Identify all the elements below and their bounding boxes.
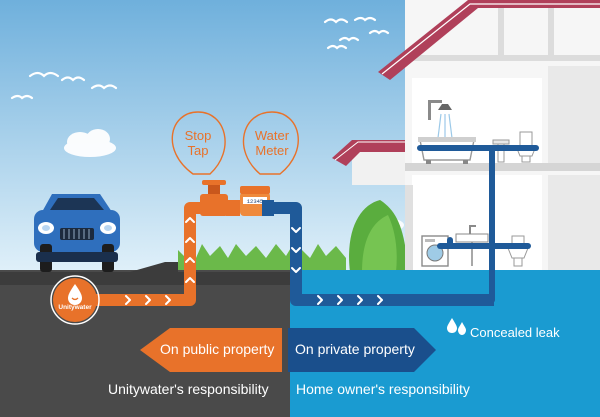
bird-icon — [10, 94, 34, 100]
grass — [178, 200, 408, 272]
private-plumbing — [417, 145, 539, 303]
stop-tap-label: Stop Tap — [184, 128, 212, 158]
brand-label: Unitywater — [58, 304, 92, 311]
water-meter-label: Water Meter — [254, 128, 290, 158]
bird-icon — [323, 18, 349, 24]
car-icon — [34, 194, 120, 272]
concealed-leak-label: Concealed leak — [470, 325, 560, 340]
private-property-label: On private property — [295, 341, 415, 357]
bird-icon — [326, 44, 348, 50]
bird-icon — [338, 36, 360, 42]
public-responsibility-label: Unitywater's responsibility — [108, 381, 269, 397]
meter-display: 12345 — [247, 198, 264, 205]
private-pipe-chevrons — [291, 227, 383, 305]
leak-drop-icons — [447, 318, 466, 335]
unitywater-logo — [50, 275, 100, 325]
public-property-label: On public property — [160, 341, 275, 357]
bird-icon — [90, 84, 118, 90]
private-property-arrow — [288, 328, 436, 372]
washing-machine-icon — [421, 235, 449, 267]
water-drop-icon — [68, 284, 82, 305]
stop-tap-icon — [200, 180, 228, 216]
bird-icon — [353, 16, 377, 22]
stop-tap-bubble — [171, 111, 226, 175]
bird-icon — [60, 76, 86, 82]
birds — [10, 16, 390, 100]
private-responsibility-label: Home owner's responsibility — [296, 381, 470, 397]
water-meter-icon: 12345 — [226, 186, 274, 216]
private-pipe — [260, 202, 494, 306]
bird-icon — [368, 29, 390, 35]
cloud-icon — [64, 129, 116, 157]
public-pipe-chevrons — [125, 217, 195, 305]
bird-icon — [28, 71, 60, 78]
basin-icon — [492, 139, 510, 163]
shower-icon — [428, 100, 453, 139]
water-meter-bubble — [242, 111, 299, 175]
callout-bubbles — [171, 111, 299, 175]
public-property-arrow — [140, 328, 282, 372]
